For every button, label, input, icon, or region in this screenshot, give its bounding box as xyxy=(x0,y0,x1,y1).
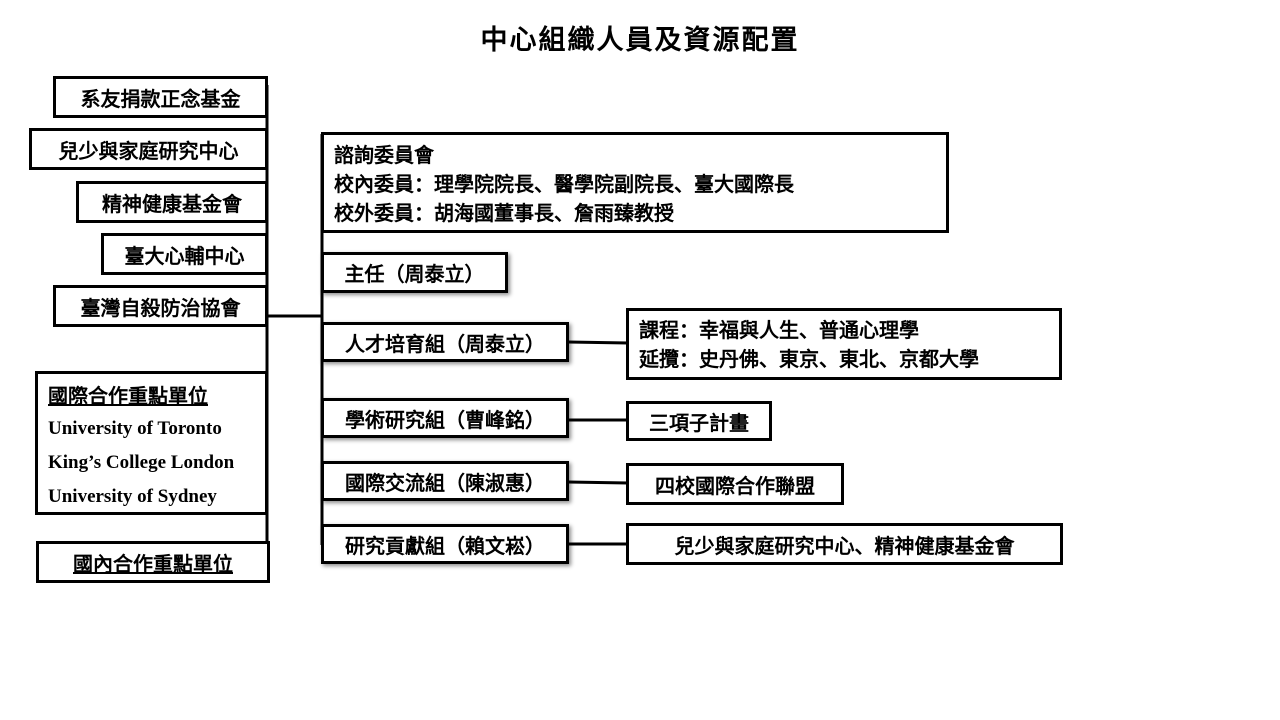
connector-exchange xyxy=(567,480,629,485)
exchange-details-box: 四校國際合作聯盟 xyxy=(626,463,844,505)
advisory-committee-box: 諮詢委員會 校內委員：理學院院長、醫學院副院長、臺大國際長 校外委員：胡海國董事… xyxy=(321,132,949,233)
international-partners-heading: 國際合作重點單位 xyxy=(48,384,208,408)
division-contribution: 研究貢獻組（賴文崧） xyxy=(321,524,569,564)
talent-details-box: 課程：幸福與人生、普通心理學 延攬：史丹佛、東京、東北、京都大學 xyxy=(626,308,1062,380)
partner-university: University of Toronto xyxy=(48,418,222,439)
partner-university: University of Sydney xyxy=(48,486,217,507)
advisory-line: 校內委員：理學院院長、醫學院副院長、臺大國際長 xyxy=(334,172,794,196)
domestic-partners-box: 國內合作重點單位 xyxy=(36,541,270,583)
partner-university: King’s College London xyxy=(48,452,235,473)
director-box: 主任（周泰立） xyxy=(321,252,508,293)
contribution-details-box: 兒少與家庭研究中心、精神健康基金會 xyxy=(626,523,1063,565)
advisory-line: 校外委員：胡海國董事長、詹雨臻教授 xyxy=(334,201,674,225)
division-research: 學術研究組（曹峰銘） xyxy=(321,398,569,438)
domestic-partners-heading: 國內合作重點單位 xyxy=(73,551,233,576)
resource-suicide-prevention-society: 臺灣自殺防治協會 xyxy=(53,285,268,327)
international-partners-box: 國際合作重點單位 University of Toronto King’s Co… xyxy=(35,371,268,515)
resource-mental-health-foundation: 精神健康基金會 xyxy=(76,181,268,223)
detail-line: 課程：幸福與人生、普通心理學 xyxy=(639,318,919,342)
page-title: 中心組織人員及資源配置 xyxy=(480,25,800,56)
connector-talent xyxy=(567,340,629,345)
advisory-line: 諮詢委員會 xyxy=(334,143,434,167)
division-exchange: 國際交流組（陳淑惠） xyxy=(321,461,569,501)
resource-ntu-counseling-center: 臺大心輔中心 xyxy=(101,233,268,275)
division-talent: 人才培育組（周泰立） xyxy=(321,322,569,362)
resource-child-family-center: 兒少與家庭研究中心 xyxy=(29,128,268,170)
research-details-box: 三項子計畫 xyxy=(626,401,772,441)
detail-line: 延攬：史丹佛、東京、東北、京都大學 xyxy=(639,347,979,371)
resource-alumni-fund: 系友捐款正念基金 xyxy=(53,76,268,118)
